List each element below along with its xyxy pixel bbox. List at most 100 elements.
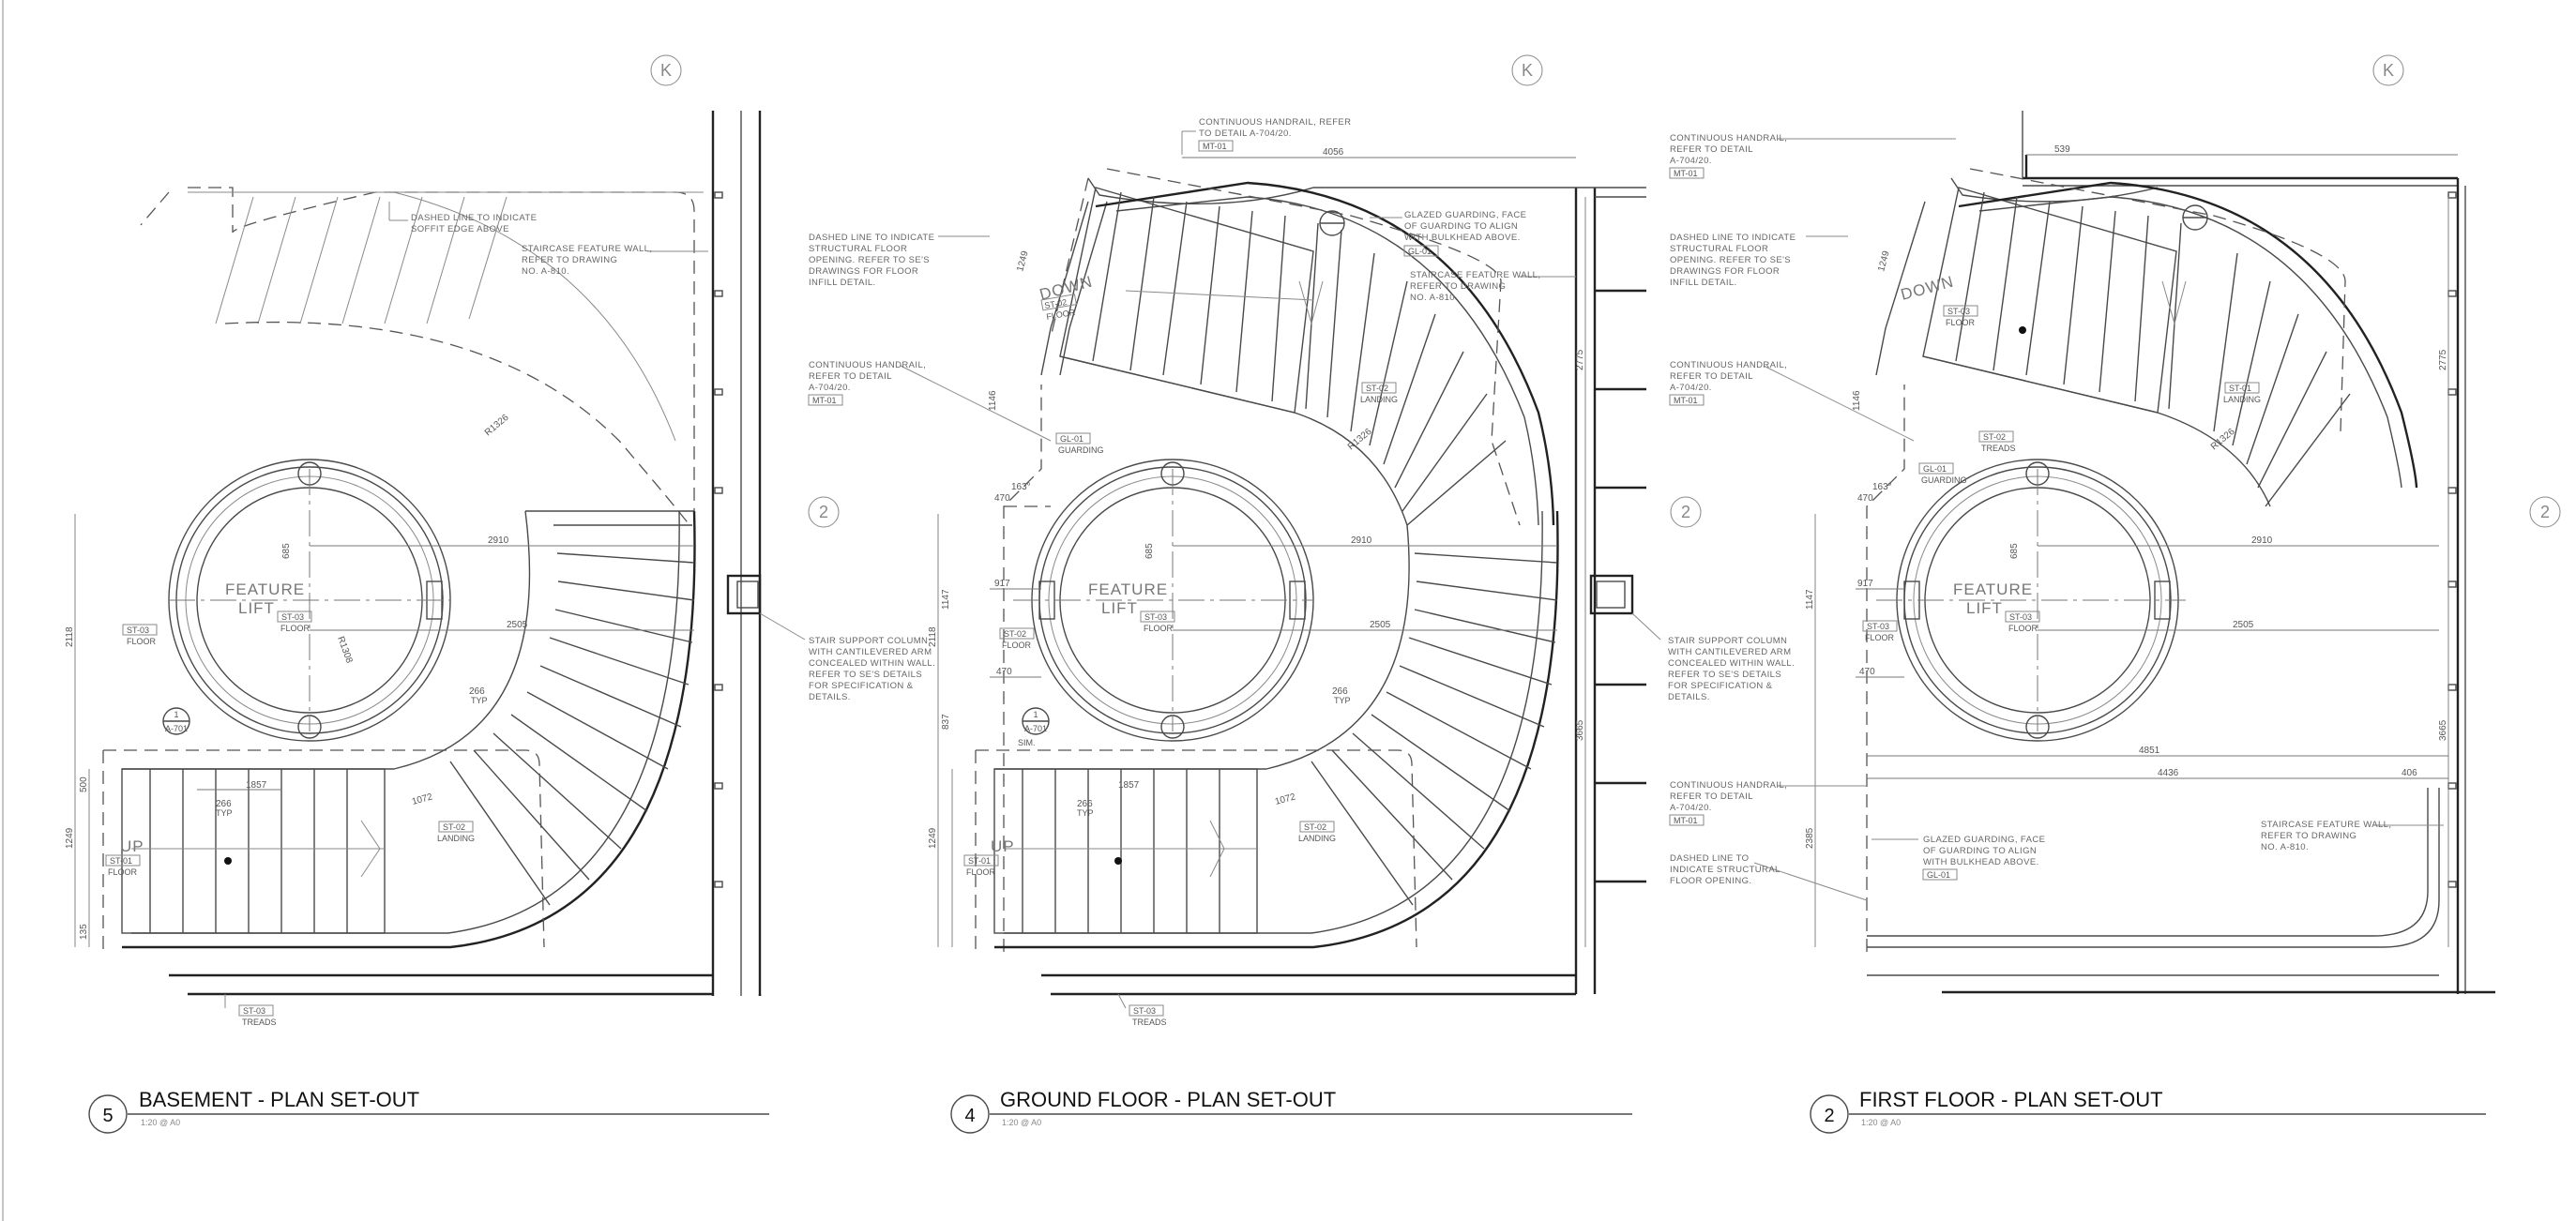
dim-266-b: 266 <box>1332 686 1348 697</box>
dim-163: 163° <box>1872 482 1892 492</box>
svg-text:DASHED LINE TO INDICATE: DASHED LINE TO INDICATE <box>1670 233 1796 243</box>
svg-text:REFER TO DRAWING: REFER TO DRAWING <box>2261 831 2356 841</box>
svg-text:DRAWINGS FOR FLOOR: DRAWINGS FOR FLOOR <box>1670 266 1780 277</box>
dim-1857: 1857 <box>1118 780 1140 791</box>
grid-bubble-k <box>1511 54 1543 86</box>
dim-1147: 1147 <box>941 589 951 610</box>
dim-3665: 3665 <box>1575 719 1585 741</box>
dim-539: 539 <box>2054 144 2070 155</box>
lift-label-1: FEATURE <box>225 580 305 598</box>
svg-text:REFER TO SE'S DETAILS: REFER TO SE'S DETAILS <box>1668 670 1781 680</box>
support-column <box>1589 574 1634 615</box>
svg-text:1:20 @ A0: 1:20 @ A0 <box>1002 1118 1041 1127</box>
svg-text:REFER TO DRAWING: REFER TO DRAWING <box>522 255 617 265</box>
svg-text:GL-01: GL-01 <box>1408 247 1432 256</box>
grid-bubble-2 <box>2529 496 2561 528</box>
svg-text:TREADS: TREADS <box>242 1018 277 1027</box>
svg-text:MT-01: MT-01 <box>1674 169 1698 178</box>
dimension-lines <box>74 514 694 947</box>
note-glazed-guarding: GLAZED GUARDING, FACE OF GUARDING TO ALI… <box>1871 835 2045 881</box>
dim-470-b: 470 <box>1857 493 1873 504</box>
svg-text:ST-01: ST-01 <box>110 856 132 866</box>
dim-266-a: 266 <box>216 799 232 809</box>
svg-text:ST-03: ST-03 <box>281 612 304 622</box>
lift-label-1: FEATURE <box>1953 580 2033 598</box>
svg-text:A-701: A-701 <box>165 724 188 733</box>
svg-text:CONCEALED WITHIN WALL.: CONCEALED WITHIN WALL. <box>809 658 935 669</box>
tag-floor: ST-03 FLOOR <box>1862 620 1898 642</box>
note-handrail-lower: CONTINUOUS HANDRAIL, REFER TO DETAIL A-7… <box>1669 780 1867 826</box>
svg-text:ST-03: ST-03 <box>127 626 149 635</box>
svg-text:ST-03: ST-03 <box>1947 307 1970 316</box>
grid-2-label: 2 <box>2540 503 2550 521</box>
svg-text:FLOOR: FLOOR <box>108 867 138 877</box>
dim-2505: 2505 <box>507 620 528 630</box>
svg-text:STAIR SUPPORT COLUMN: STAIR SUPPORT COLUMN <box>809 636 928 646</box>
dim-3665: 3665 <box>2438 719 2448 741</box>
svg-text:CONTINUOUS HANDRAIL,: CONTINUOUS HANDRAIL, <box>809 360 926 370</box>
svg-text:OF GUARDING TO ALIGN: OF GUARDING TO ALIGN <box>1923 846 2037 856</box>
title-first-floor: 2 FIRST FLOOR - PLAN SET-OUT 1:20 @ A0 <box>1810 1088 2486 1134</box>
section-marker: 1 A-701 <box>162 707 190 735</box>
svg-text:STRUCTURAL FLOOR: STRUCTURAL FLOOR <box>1670 244 1768 254</box>
dim-685: 685 <box>2009 543 2020 559</box>
tag-landing: ST-02 LANDING <box>1360 382 1398 404</box>
dim-4436: 4436 <box>2158 768 2179 778</box>
svg-text:REFER TO DETAIL: REFER TO DETAIL <box>1670 144 1753 155</box>
svg-text:LANDING: LANDING <box>1298 834 1336 843</box>
dim-typ-b: TYP <box>1334 696 1351 705</box>
lift-label-2: LIFT <box>1101 599 1138 617</box>
svg-text:GL-01: GL-01 <box>1060 434 1083 444</box>
ghost-flight-treads <box>215 196 508 324</box>
svg-text:FLOOR: FLOOR <box>1144 624 1174 633</box>
svg-text:MT-01: MT-01 <box>1203 142 1227 151</box>
svg-text:FLOOR: FLOOR <box>1865 633 1895 642</box>
panel-basement: K 2 <box>65 54 935 1134</box>
svg-text:REFER TO DETAIL: REFER TO DETAIL <box>1670 371 1753 382</box>
wall-fixings <box>714 191 723 888</box>
svg-text:MT-01: MT-01 <box>812 396 837 405</box>
dim-685: 685 <box>281 543 292 559</box>
svg-text:STAIR SUPPORT COLUMN: STAIR SUPPORT COLUMN <box>1668 636 1787 646</box>
dim-266-a: 266 <box>1077 799 1093 809</box>
dim-2910: 2910 <box>2251 535 2273 546</box>
tag-treads: ST-03 TREADS <box>224 994 277 1027</box>
svg-text:GLAZED GUARDING, FACE: GLAZED GUARDING, FACE <box>1923 835 2045 845</box>
note-dashed-opening: DASHED LINE TO INDICATE STRUCTURAL FLOOR… <box>809 233 990 288</box>
svg-text:ST-02: ST-02 <box>1304 822 1326 832</box>
svg-text:REFER TO SE'S DETAILS: REFER TO SE'S DETAILS <box>809 670 922 680</box>
dim-135: 135 <box>79 924 89 940</box>
feature-wall <box>1041 187 1646 996</box>
svg-text:1: 1 <box>174 710 178 719</box>
straight-flight <box>993 768 1258 934</box>
title-ground-floor: 4 GROUND FLOOR - PLAN SET-OUT 1:20 @ A0 <box>950 1088 1632 1134</box>
grid-k-label: K <box>2383 61 2394 80</box>
svg-text:STAIRCASE FEATURE WALL,: STAIRCASE FEATURE WALL, <box>522 244 652 254</box>
note-feature-wall: STAIRCASE FEATURE WALL, REFER TO DRAWING… <box>1410 270 1576 303</box>
svg-text:ST-03: ST-03 <box>2009 612 2032 622</box>
note-dashed-opening: DASHED LINE TO INDICATE STRUCTURAL FLOOR… <box>1670 233 1848 288</box>
feature-wall <box>169 111 762 996</box>
straight-treads <box>1022 769 1220 933</box>
svg-text:OF GUARDING TO ALIGN: OF GUARDING TO ALIGN <box>1404 221 1518 232</box>
svg-text:INFILL DETAIL.: INFILL DETAIL. <box>809 278 876 288</box>
dim-917: 917 <box>994 579 1010 589</box>
svg-text:NO. A-810.: NO. A-810. <box>2261 842 2309 852</box>
dim-2118: 2118 <box>928 626 938 647</box>
svg-text:ST-02: ST-02 <box>1044 297 1068 310</box>
grid-bubble-k <box>650 54 682 86</box>
svg-text:FLOOR: FLOOR <box>1946 318 1976 327</box>
dim-1147: 1147 <box>1805 589 1815 610</box>
upper-flight <box>1875 177 2418 507</box>
dim-917: 917 <box>1857 579 1873 589</box>
svg-text:SOFFIT EDGE ABOVE: SOFFIT EDGE ABOVE <box>411 224 509 234</box>
note-handrail-top: CONTINUOUS HANDRAIL, REFER TO DETAIL A-7… <box>1669 133 1956 179</box>
lift-label-2: LIFT <box>1966 599 2003 617</box>
svg-text:TO DETAIL A-704/20.: TO DETAIL A-704/20. <box>1199 128 1292 139</box>
note-structural-opening: DASHED LINE TO INDICATE STRUCTURAL FLOOR… <box>1670 853 1868 901</box>
svg-text:GL-01: GL-01 <box>1927 870 1950 880</box>
svg-text:REFER TO DETAIL: REFER TO DETAIL <box>1670 791 1753 802</box>
dim-typ-b: TYP <box>471 696 488 705</box>
svg-text:CONTINUOUS HANDRAIL,: CONTINUOUS HANDRAIL, <box>1670 133 1787 143</box>
